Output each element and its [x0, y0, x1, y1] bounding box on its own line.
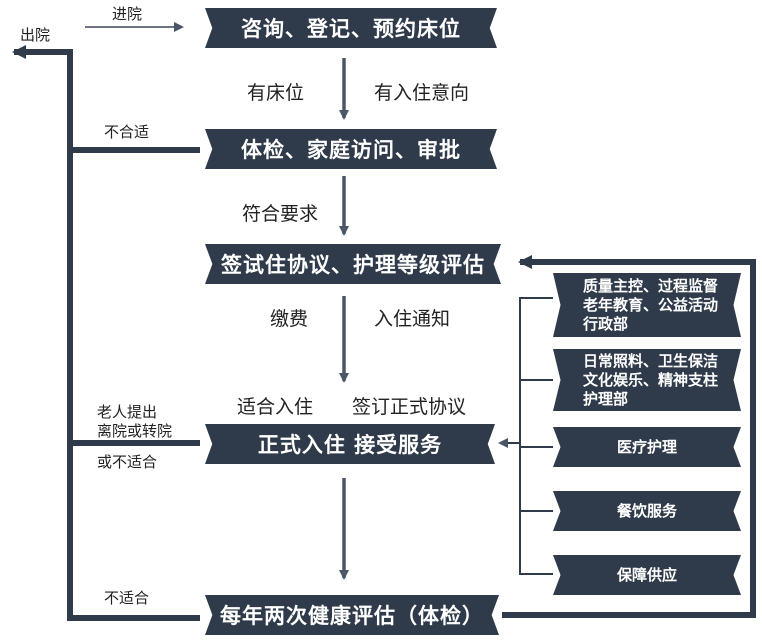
service-nursing-line-3: 护理部 [583, 389, 629, 408]
label-leave-1: 老人提出 [97, 403, 158, 421]
service-medical-care: 医疗护理 [553, 427, 741, 467]
step-formal-admission: 正式入住 接受服务 [205, 424, 495, 464]
label-enter: 进院 [112, 5, 143, 23]
step-health-assessment: 每年两次健康评估（体检） [205, 595, 499, 635]
service-admin-dept: 质量主控、过程监督 老年教育、公益活动 行政部 [553, 273, 741, 337]
label-unsuitable-2: 不适合 [104, 589, 150, 607]
service-supply: 保障供应 [553, 555, 741, 595]
service-admin-line-1: 质量主控、过程监督 [583, 276, 719, 295]
service-supply-label: 保障供应 [616, 565, 677, 584]
step-consult-register: 咨询、登记、预约床位 [205, 8, 497, 48]
label-sign-formal: 签订正式协议 [352, 396, 467, 418]
service-admin-line-2: 老年教育、公益活动 [583, 295, 719, 314]
label-notice: 入住通知 [374, 308, 451, 330]
services-bracket [519, 297, 553, 575]
service-nursing-dept: 日常照料、卫生保洁 文化娱乐、精神支柱 护理部 [553, 349, 741, 411]
step-checkup-approval: 体检、家庭访问、审批 [205, 129, 497, 169]
service-catering-label: 餐饮服务 [616, 501, 677, 520]
label-pay: 缴费 [270, 308, 309, 330]
service-nursing-line-2: 文化娱乐、精神支柱 [583, 370, 719, 389]
step-trial-agreement: 签试住协议、护理等级评估 [205, 244, 501, 284]
label-suitable: 适合入住 [237, 396, 314, 418]
service-catering: 餐饮服务 [553, 491, 741, 531]
service-admin-line-3: 行政部 [583, 314, 629, 333]
label-has-bed: 有床位 [247, 82, 305, 104]
service-nursing-line-1: 日常照料、卫生保洁 [583, 351, 719, 370]
label-exit: 出院 [20, 26, 51, 44]
feedback-loop [502, 255, 756, 618]
label-meets-requirements: 符合要求 [242, 203, 319, 225]
label-intent: 有入住意向 [374, 82, 470, 104]
label-leave-2: 离院或转院 [97, 422, 173, 440]
service-medical-label: 医疗护理 [616, 437, 677, 456]
label-unsuitable-1: 不合适 [104, 123, 150, 141]
exit-loop [12, 45, 200, 621]
label-leave-3: 或不适合 [97, 453, 158, 471]
